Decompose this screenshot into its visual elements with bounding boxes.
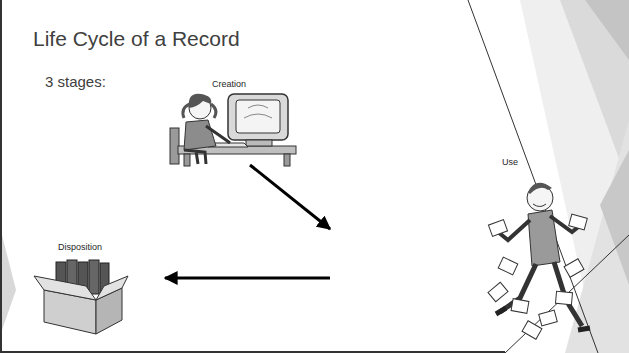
- slide-border: [0, 0, 2, 353]
- girl-arm: [206, 126, 230, 143]
- box-flap: [96, 276, 128, 300]
- screen-glare: [244, 105, 272, 118]
- monitor: [228, 94, 288, 140]
- stage-label: Use: [502, 157, 518, 167]
- box-flap: [34, 276, 96, 300]
- paper: [511, 299, 529, 314]
- slide-title: Life Cycle of a Record: [33, 27, 240, 51]
- slide-text: 3 stages:: [45, 73, 106, 90]
- paper: [498, 257, 518, 275]
- disposition-clipart: [34, 260, 128, 334]
- paper: [556, 291, 573, 304]
- use-clipart: [488, 183, 590, 339]
- stage-label: Disposition: [58, 242, 102, 252]
- theme-shape: [600, 150, 629, 285]
- stage-node: Use: [330, 155, 592, 340]
- monitor-base: [246, 140, 272, 146]
- stage-node: Disposition: [35, 240, 165, 335]
- girl-pigtails: [183, 104, 216, 118]
- paper: [539, 310, 558, 326]
- theme-shape: [520, 0, 629, 353]
- creation-clipart: [170, 94, 296, 166]
- file: [89, 260, 99, 294]
- paper: [564, 259, 584, 277]
- theme-shape: [585, 0, 629, 60]
- girl-hair: [189, 94, 212, 108]
- slide-border: [0, 351, 505, 353]
- desk-leg: [284, 154, 290, 166]
- desk-leg: [184, 154, 190, 166]
- stage-arrow: [165, 277, 330, 280]
- theme-line: [468, 0, 598, 353]
- man-mouth: [533, 204, 546, 207]
- theme-shape: [560, 0, 629, 185]
- papers: [488, 214, 587, 339]
- paper: [522, 321, 542, 339]
- stage-label: Creation: [212, 79, 246, 89]
- girl-body: [184, 120, 216, 150]
- theme-shape: [2, 235, 16, 330]
- man-arms: [498, 216, 582, 240]
- screen: [236, 100, 280, 133]
- paper: [569, 214, 588, 230]
- man-hair: [528, 183, 552, 194]
- stage-node: Creation: [160, 75, 300, 165]
- paper: [488, 220, 507, 237]
- stage-arrow: [250, 165, 330, 229]
- girl-legs: [184, 150, 206, 164]
- paper: [488, 282, 508, 301]
- man-shoes: [496, 308, 590, 330]
